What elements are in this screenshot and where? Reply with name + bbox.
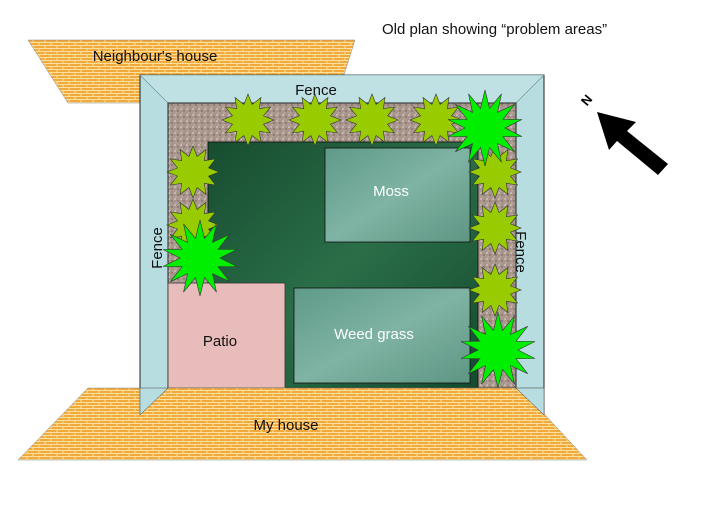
diagram-title: Old plan showing “problem areas” bbox=[382, 21, 607, 38]
weed-grass-area bbox=[293, 287, 471, 384]
fence-right-bottom bbox=[515, 387, 545, 416]
fence-top-label: Fence bbox=[295, 82, 337, 99]
shrubs bbox=[162, 89, 536, 389]
problem-shrub-icon bbox=[162, 219, 238, 297]
my-house-label: My house bbox=[253, 417, 318, 434]
north-label: N bbox=[578, 92, 596, 109]
shrub-icon bbox=[288, 93, 342, 147]
shrub-icon bbox=[468, 263, 522, 317]
fence-left-label: Fence bbox=[149, 227, 166, 269]
fence-right-label: Fence bbox=[512, 231, 529, 273]
shrub-icon bbox=[345, 93, 399, 147]
moss-area bbox=[324, 147, 471, 243]
patio-area bbox=[167, 282, 286, 389]
moss-label: Moss bbox=[373, 183, 409, 200]
shrub-icon bbox=[221, 93, 275, 147]
patio-label: Patio bbox=[203, 333, 237, 350]
shrub-icon bbox=[166, 145, 220, 199]
shrub-icon bbox=[468, 201, 522, 255]
fence-left-bottom bbox=[139, 387, 169, 416]
neighbours-house-label: Neighbour's house bbox=[93, 48, 218, 65]
problem-shrub-icon bbox=[447, 89, 523, 167]
north-arrow-icon bbox=[597, 112, 668, 175]
weed-grass-label: Weed grass bbox=[334, 326, 414, 343]
shrub-icon bbox=[468, 145, 522, 199]
